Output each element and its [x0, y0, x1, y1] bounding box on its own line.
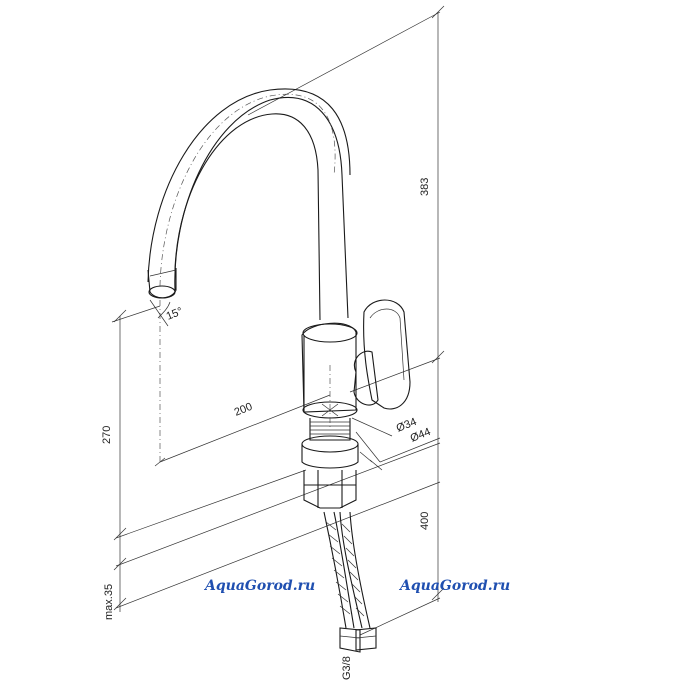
watermark-left: AquaGorod.ru: [203, 578, 315, 594]
label-max-thickness: max.35: [103, 584, 115, 620]
watermarks: AquaGorod.ru AquaGorod.ru: [203, 578, 510, 594]
watermark-right: AquaGorod.ru: [398, 578, 510, 594]
flexible-hoses: [323, 511, 377, 653]
label-hose-length: 400: [419, 512, 431, 530]
dimension-labels: 383 270 200 15° Ø34 Ø44 400 max.35 G3/8: [101, 178, 432, 680]
lever-handle: [353, 299, 411, 410]
label-spout-angle: 15°: [165, 305, 185, 322]
faucet-body: [301, 322, 359, 509]
label-height-total: 383: [419, 178, 431, 196]
label-spout-height: 270: [101, 426, 113, 444]
spout: [147, 88, 351, 462]
label-thread: G3/8: [341, 656, 353, 680]
dimension-lines: [111, 5, 445, 636]
label-spout-reach: 200: [233, 401, 255, 419]
